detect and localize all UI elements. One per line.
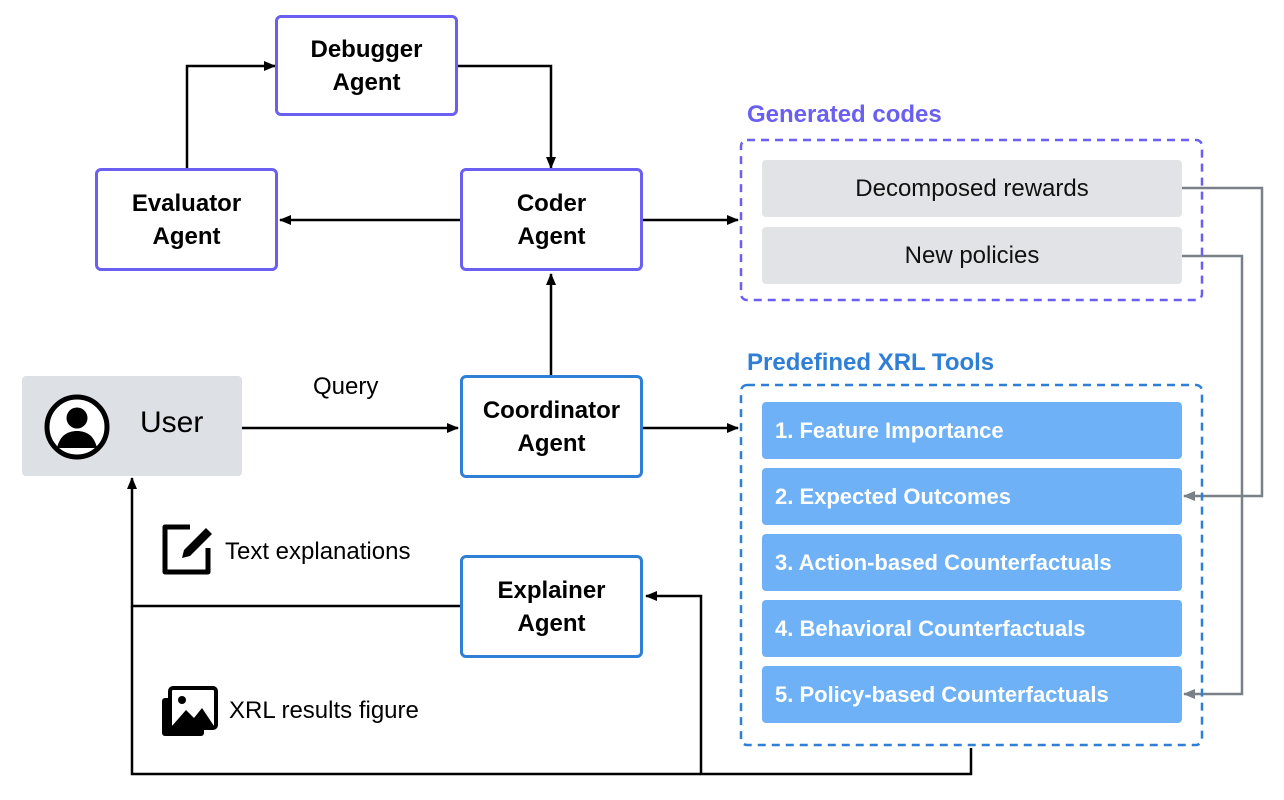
xrl-results-figure-label: XRL results figure bbox=[229, 697, 419, 724]
coordinator-agent-label: Coordinator Agent bbox=[482, 396, 621, 457]
text-explanations-label: Text explanations bbox=[225, 538, 411, 565]
generated-codes-title: Generated codes bbox=[747, 101, 942, 128]
xrl-tool-label: 5. Policy-based Counterfactuals bbox=[775, 681, 1109, 707]
xrl-tool-item: 2. Expected Outcomes bbox=[762, 468, 1182, 525]
xrl-tool-label: 2. Expected Outcomes bbox=[775, 483, 1011, 509]
generated-code-item: New policies bbox=[762, 227, 1182, 284]
xrl-tools-title: Predefined XRL Tools bbox=[747, 349, 995, 376]
coder-agent-label: Coder Agent bbox=[516, 189, 587, 250]
query-label: Query bbox=[313, 373, 379, 400]
generated-codes-container-border bbox=[739, 138, 1204, 302]
edit-note-icon bbox=[162, 524, 212, 575]
xrl-tools-container-border bbox=[739, 383, 1204, 747]
edge-debugger-to-coder bbox=[458, 64, 556, 169]
user-box: User bbox=[22, 376, 242, 476]
generated-code-label: Decomposed rewards bbox=[855, 174, 1089, 202]
xrl-tool-label: 4. Behavioral Counterfactuals bbox=[775, 615, 1086, 641]
generated-code-label: New policies bbox=[904, 241, 1040, 269]
user-label: User bbox=[140, 406, 204, 439]
evaluator-agent-label: Evaluator Agent bbox=[131, 189, 242, 250]
xrl-tool-item: 5. Policy-based Counterfactuals bbox=[762, 666, 1182, 723]
coordinator-agent-box: Coordinator Agent bbox=[460, 375, 643, 478]
xrl-tool-item: 1. Feature Importance bbox=[762, 402, 1182, 459]
xrl-tool-item: 3. Action-based Counterfactuals bbox=[762, 534, 1182, 591]
debugger-agent-label: Debugger Agent bbox=[310, 35, 423, 96]
edge-evaluator-to-debugger bbox=[185, 61, 276, 168]
edge-xrl-figure-to-user bbox=[130, 606, 701, 776]
debugger-agent-box: Debugger Agent bbox=[275, 15, 458, 116]
xrl-tool-item: 4. Behavioral Counterfactuals bbox=[762, 600, 1182, 657]
evaluator-agent-box: Evaluator Agent bbox=[95, 168, 278, 271]
image-stack-icon bbox=[162, 686, 218, 736]
edge-rewards-to-expected-outcomes bbox=[1182, 186, 1264, 501]
xrl-tool-label: 1. Feature Importance bbox=[775, 417, 1004, 443]
coder-agent-box: Coder Agent bbox=[460, 168, 643, 271]
generated-code-item: Decomposed rewards bbox=[762, 160, 1182, 217]
explainer-agent-label: Explainer Agent bbox=[497, 576, 606, 637]
explainer-agent-box: Explainer Agent bbox=[460, 555, 643, 658]
xrl-tool-label: 3. Action-based Counterfactuals bbox=[775, 549, 1112, 575]
edge-policies-to-policy-counterfactuals bbox=[1182, 254, 1244, 699]
user-circle-icon bbox=[44, 394, 110, 460]
